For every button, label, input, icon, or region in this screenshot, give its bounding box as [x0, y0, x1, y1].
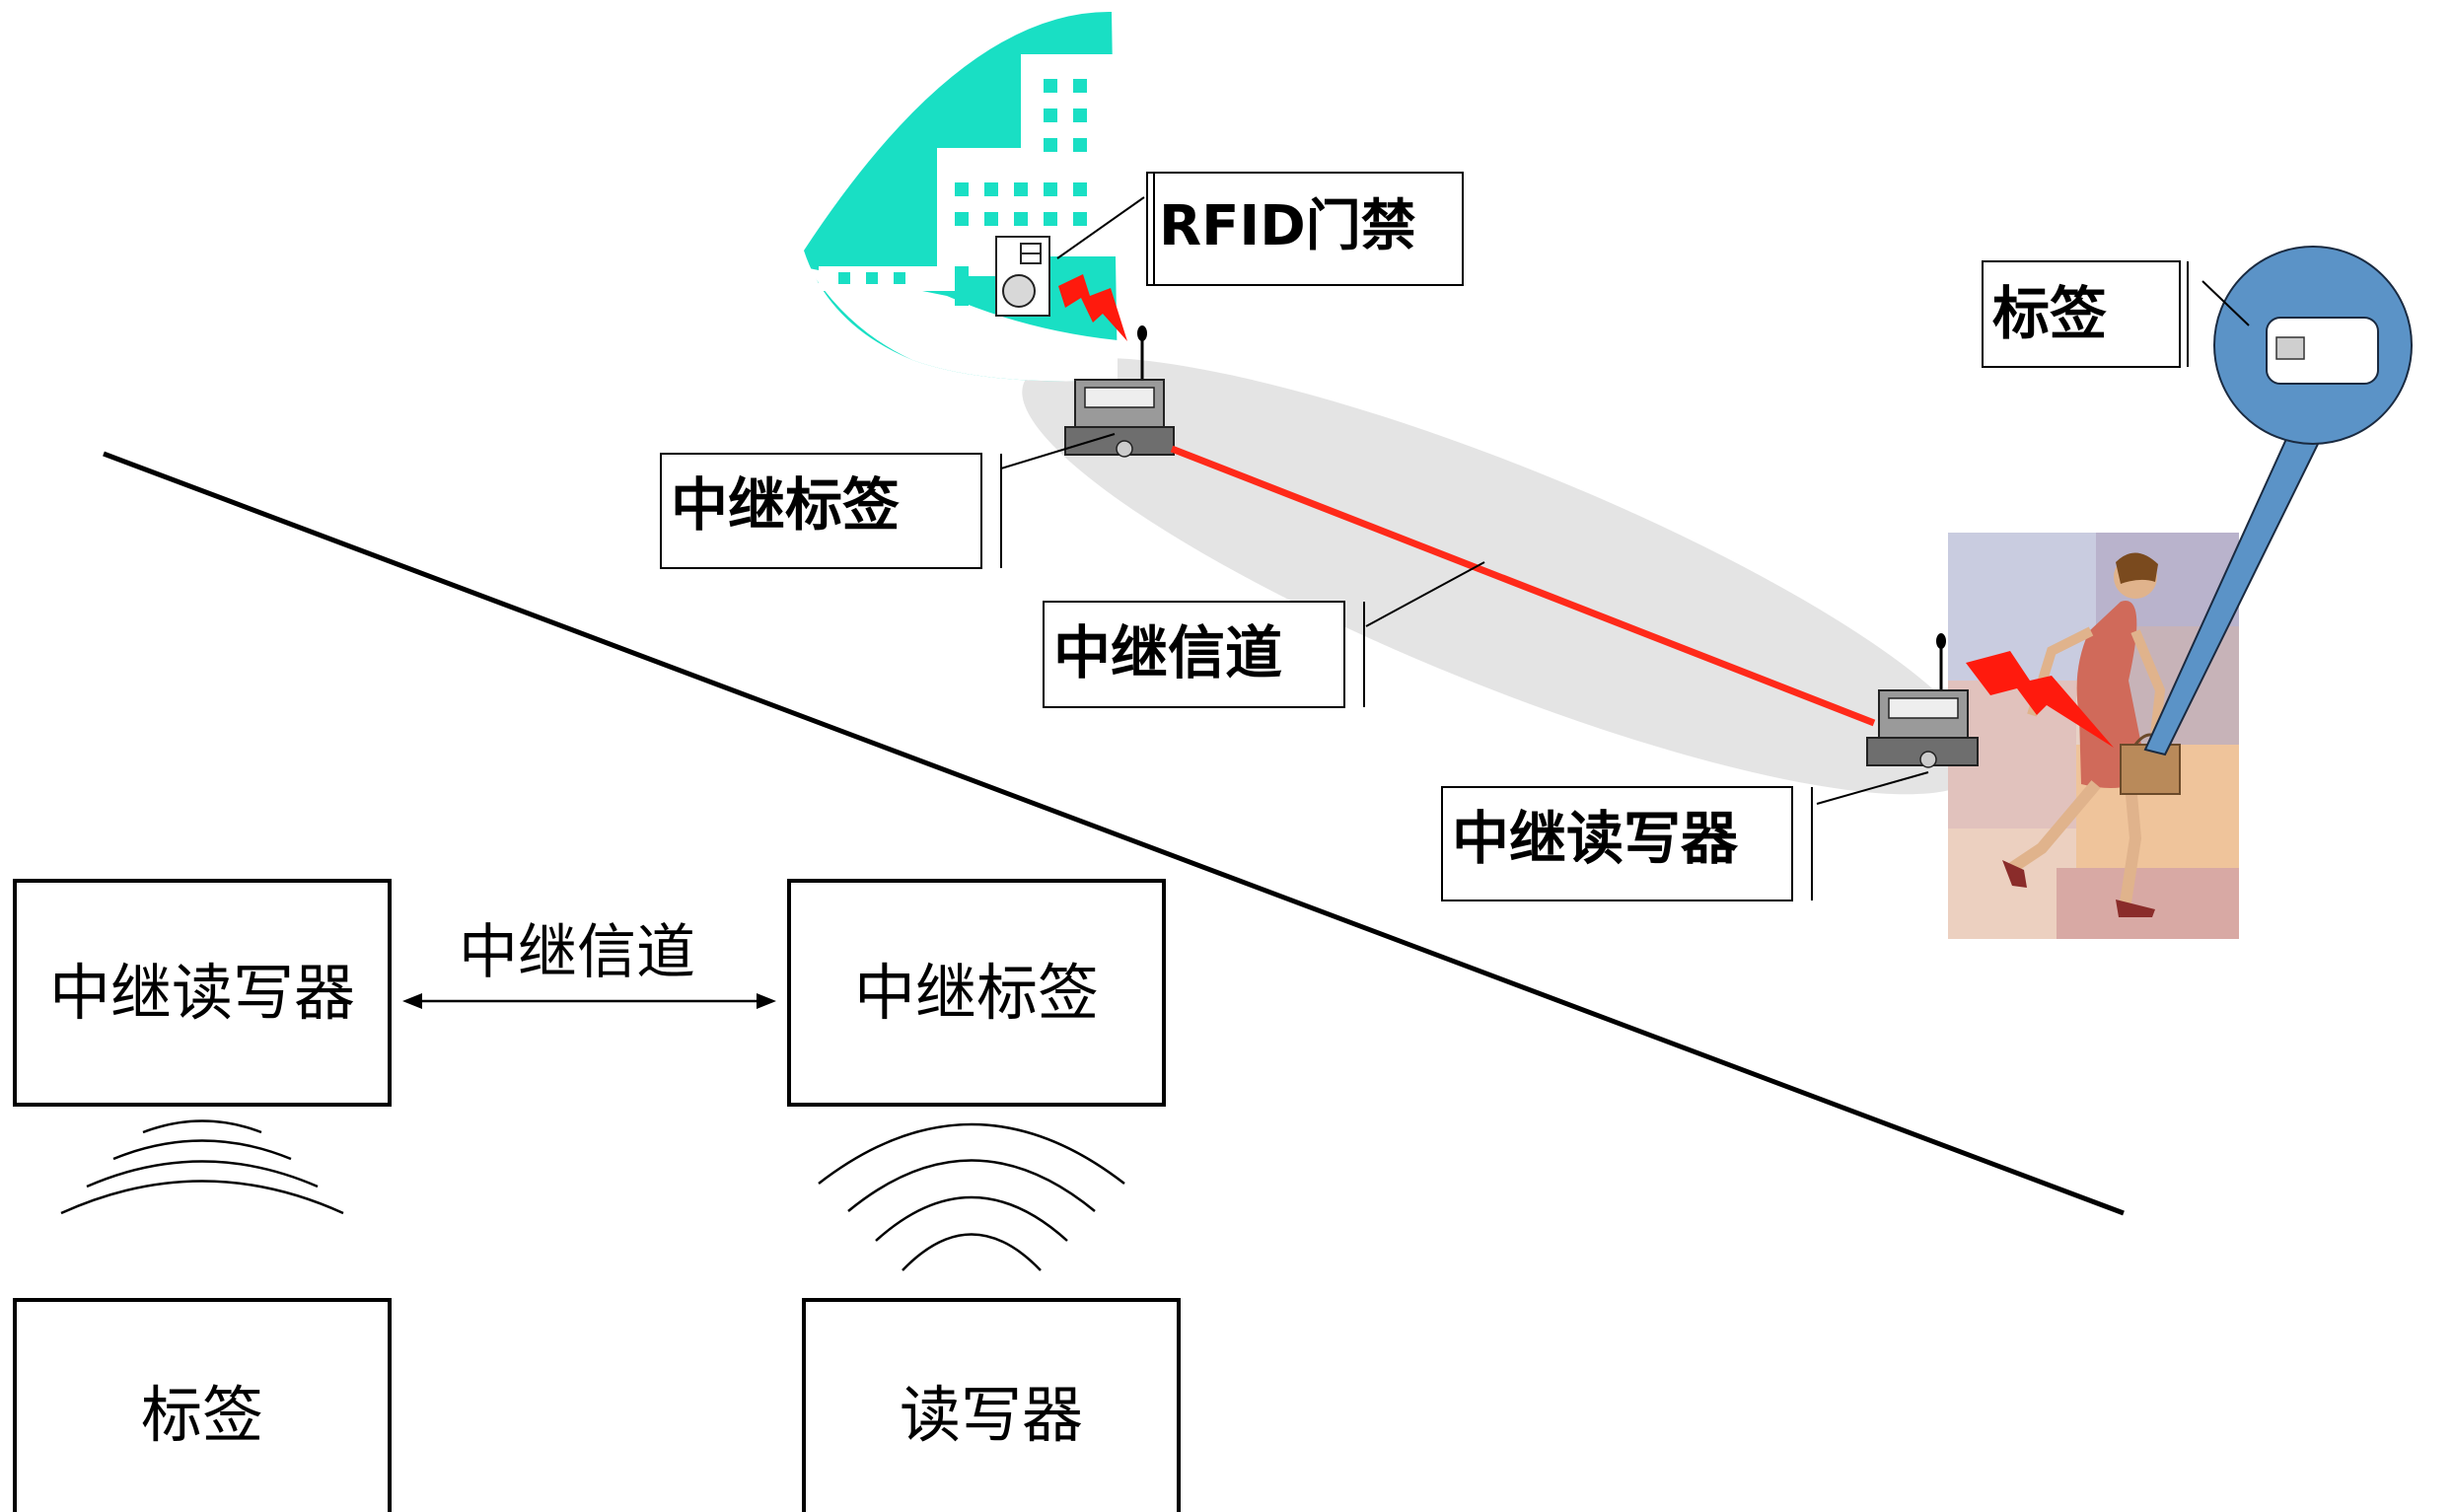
- schematic-reader-label: 读写器: [900, 1379, 1083, 1451]
- relay-channel-line: [1170, 445, 1876, 727]
- schematic-relay-tag-box: 中继标签: [787, 879, 1166, 1107]
- relay-tag-label: 中继标签: [671, 471, 900, 539]
- schematic-channel-arrow: 中继信道: [402, 918, 776, 1009]
- divider-line: [103, 451, 2125, 1216]
- relay-tag-device-icon: [1064, 325, 1175, 458]
- lightning-icon-2: [1966, 651, 2114, 748]
- tag-card-icon: [2266, 317, 2379, 385]
- schematic-relay-reader-box: 中继读写器: [13, 879, 392, 1107]
- relay-reader-label: 中继读写器: [1452, 805, 1739, 872]
- relay-channel-label: 中继信道: [1053, 619, 1282, 686]
- building-icon: [804, 11, 1118, 382]
- woman-with-bag-image: [1948, 533, 2239, 939]
- leader-relay-reader: [1816, 771, 1929, 805]
- relay-reader-label-box: 中继读写器: [1441, 786, 1813, 901]
- leader-rfid: [1056, 196, 1145, 259]
- lightning-icon: [1058, 274, 1127, 341]
- schematic-channel-label: 中继信道: [459, 918, 695, 987]
- schematic-relay-reader-label: 中继读写器: [49, 957, 355, 1029]
- schematic-relay-tag-label: 中继标签: [854, 957, 1099, 1029]
- rfid-label-box: RFID门禁: [1146, 172, 1464, 286]
- signal-waves-up: [818, 1122, 1125, 1271]
- schematic-tag-box: 标签: [13, 1298, 392, 1512]
- schematic-tag-label: 标签: [141, 1379, 263, 1451]
- signal-waves-down: [60, 1119, 344, 1215]
- tag-label-box: 标签: [1982, 260, 2189, 368]
- relay-tag-label-box: 中继标签: [660, 453, 1002, 569]
- tag-callout: [2143, 246, 2413, 756]
- leader-relay-tag: [1000, 433, 1116, 469]
- scene-tag-label: 标签: [1992, 280, 2107, 347]
- door-reader-icon: [995, 236, 1050, 317]
- rfid-access-label: RFID门禁: [1159, 194, 1416, 258]
- leader-relay-channel: [1365, 561, 1485, 627]
- relay-channel-label-box: 中继信道: [1043, 601, 1365, 708]
- relay-reader-device-icon: [1866, 633, 1979, 768]
- schematic-reader-box: 读写器: [802, 1298, 1181, 1512]
- leader-tag: [2201, 280, 2250, 326]
